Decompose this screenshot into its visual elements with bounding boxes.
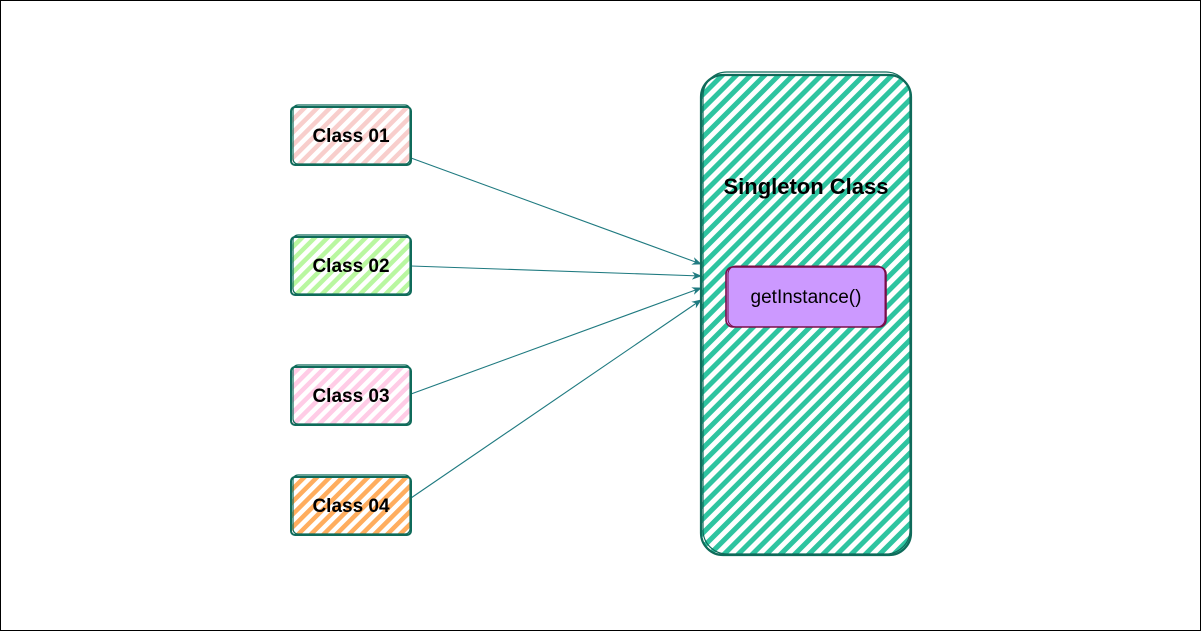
- class-03-label: Class 03: [312, 386, 389, 407]
- singleton-class-node[interactable]: Singleton Class getInstance(): [699, 71, 913, 557]
- class-02-node[interactable]: Class 02: [290, 234, 412, 296]
- class-04-node[interactable]: Class 04: [290, 474, 412, 536]
- arrows: [410, 157, 702, 499]
- class-01-label: Class 01: [312, 126, 390, 147]
- class-03-node[interactable]: Class 03: [290, 364, 412, 426]
- singleton-class-title: Singleton Class: [723, 174, 888, 199]
- arrow-class-02: [410, 265, 702, 280]
- arrow-class-03: [410, 287, 702, 395]
- class-01-node[interactable]: Class 01: [290, 104, 412, 166]
- arrow-class-01: [410, 157, 702, 265]
- class-04-label: Class 04: [312, 496, 390, 517]
- get-instance-label: getInstance(): [751, 287, 862, 308]
- class-02-label: Class 02: [312, 256, 389, 277]
- get-instance-method[interactable]: getInstance(): [725, 265, 887, 328]
- arrow-class-04: [410, 299, 702, 499]
